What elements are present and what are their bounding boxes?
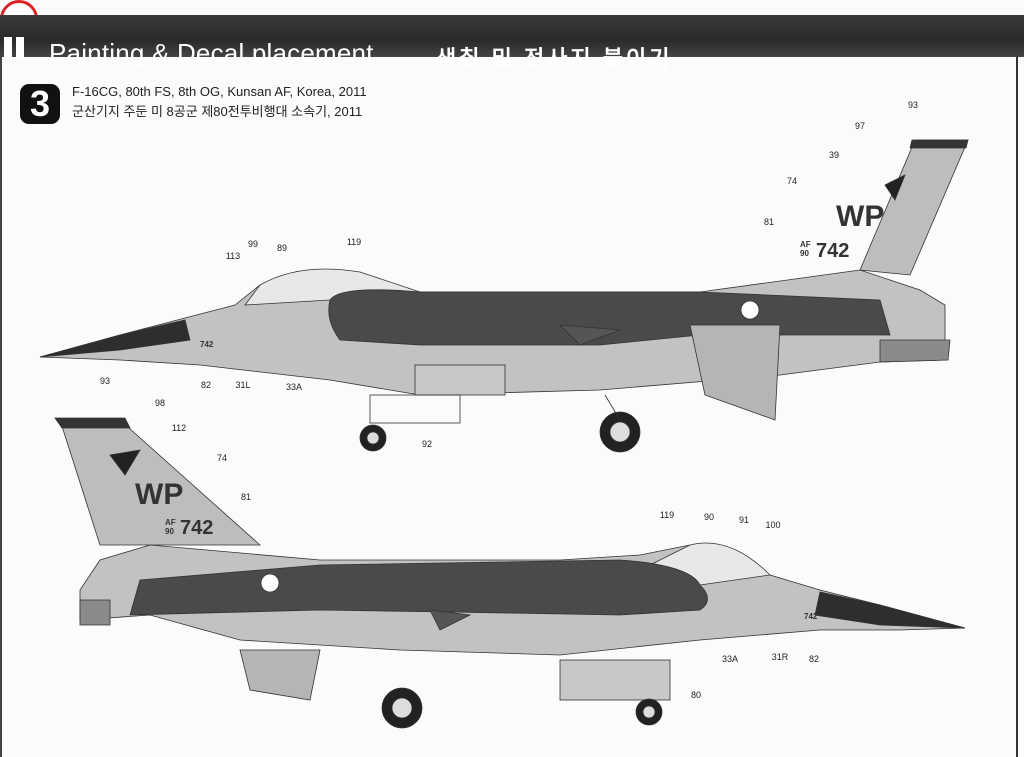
year: 90 <box>165 527 174 536</box>
callout: 97 <box>854 121 866 131</box>
tail-code-bottom: WP <box>135 478 184 511</box>
step-number-badge: 3 <box>20 84 60 124</box>
callout: 39 <box>828 150 840 160</box>
callout: 98 <box>154 398 166 408</box>
section-header: Painting & Decal placement 색칠 및 전사지 붙이기 <box>0 15 1024 71</box>
callout: 81 <box>240 492 252 502</box>
callout: 81 <box>763 217 775 227</box>
page-frame <box>0 57 1018 757</box>
section-title-en: Painting & Decal placement <box>49 38 374 68</box>
callout: 31L <box>235 380 251 390</box>
callout: 91 <box>738 515 750 525</box>
header-bars-decoration <box>0 37 30 59</box>
callout: 80 <box>690 690 702 700</box>
nose-number-bottom: 742 <box>804 612 818 621</box>
callout: 74 <box>786 176 798 186</box>
callout: 82 <box>808 654 820 664</box>
callout: 90 <box>703 512 715 522</box>
serial-top: 742 <box>816 240 850 262</box>
callout: 31R <box>771 652 789 662</box>
tail-code-top: WP <box>836 200 885 233</box>
callout: 82 <box>200 380 212 390</box>
af-prefix: AF <box>165 518 176 527</box>
callout: 100 <box>765 520 781 530</box>
aircraft-right-profile <box>54 417 966 729</box>
callout: 112 <box>171 423 187 433</box>
callout: 93 <box>99 376 111 386</box>
af-prefix: AF <box>800 240 811 249</box>
callout: 92 <box>421 439 433 449</box>
callout: 113 <box>225 251 241 261</box>
year: 90 <box>800 249 809 258</box>
callout: 33A <box>721 654 739 664</box>
callout: 119 <box>346 237 362 247</box>
nose-number-top: 742 <box>200 340 214 349</box>
aircraft-left-profile <box>39 139 969 453</box>
callout: 99 <box>247 239 259 249</box>
callout: 74 <box>216 453 228 463</box>
callout: 119 <box>659 510 675 520</box>
callout: 33A <box>285 382 303 392</box>
callout: 93 <box>907 100 919 110</box>
scheme-title-ko: 군산기지 주둔 미 8공군 제80전투비행대 소속기, 2011 <box>72 104 363 119</box>
callout: 89 <box>276 243 288 253</box>
serial-bottom: 742 <box>180 517 214 539</box>
section-title-ko: 색칠 및 전사지 붙이기 <box>436 46 673 71</box>
scheme-title-en: F-16CG, 80th FS, 8th OG, Kunsan AF, Kore… <box>72 84 367 99</box>
